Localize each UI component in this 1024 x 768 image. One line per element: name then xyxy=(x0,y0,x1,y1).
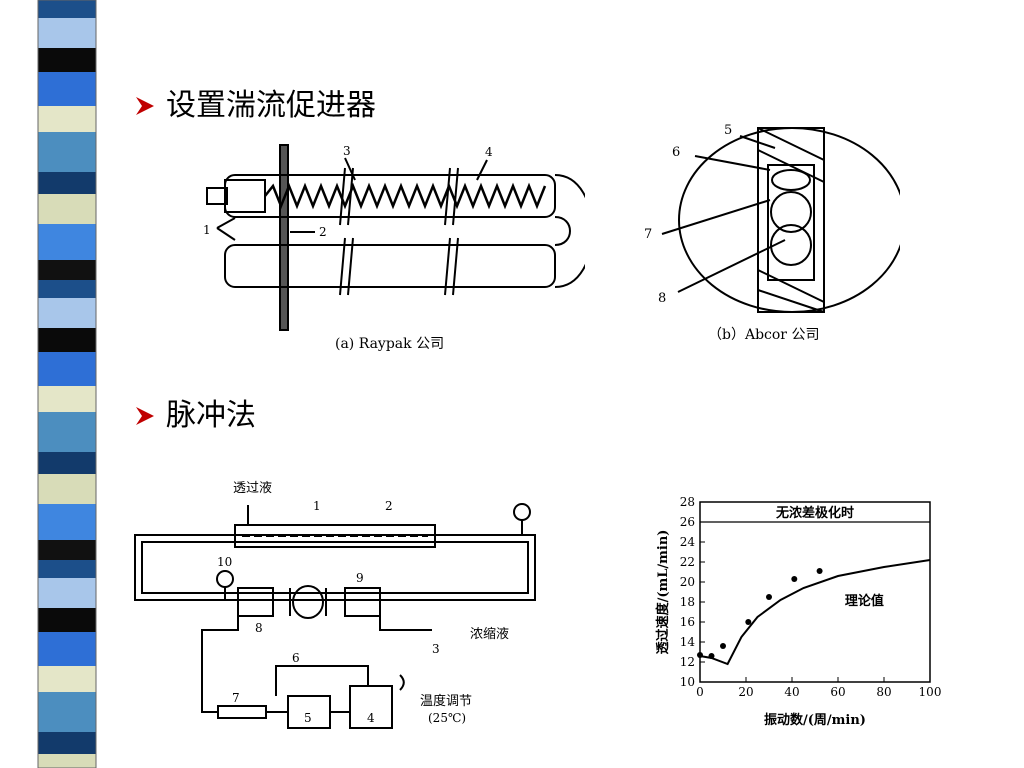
x-axis-label: 振动数/(周/min) xyxy=(764,712,866,728)
figure-b-caption: （b）Abcor 公司 xyxy=(708,327,820,343)
stripe-block xyxy=(38,224,96,260)
data-point xyxy=(697,652,703,658)
figure-b-label: 5 xyxy=(724,123,732,138)
stripe-block xyxy=(38,666,96,692)
data-point xyxy=(766,594,772,600)
permeation-rate-chart: 无浓差极化时 10 12 14 16 18 20 22 24 26 28 0 20 40 60 80 100… xyxy=(655,495,942,728)
stripe-block xyxy=(38,18,96,48)
x-tick-label: 40 xyxy=(784,685,799,699)
figure-c-pulse-system-diagram: 透过液 浓缩液 温度调节 (25℃) 1 2 3 4 5 6 7 8 9 10 xyxy=(134,481,536,729)
figure-b-label: 7 xyxy=(644,227,652,242)
figure-a-raypak-diagram: 3 4 1 2 xyxy=(203,144,585,331)
stripe-block xyxy=(38,328,96,352)
permeate-label: 透过液 xyxy=(233,481,272,496)
figure-a-caption: (a) Raypak 公司 xyxy=(335,336,445,352)
figure-c-label: 4 xyxy=(367,711,375,725)
stripe-block xyxy=(38,260,96,280)
figure-c-label: 7 xyxy=(232,691,240,705)
y-tick-label: 12 xyxy=(680,655,695,669)
stripe-block xyxy=(38,48,96,72)
y-tick-label: 26 xyxy=(680,515,695,529)
figure-a-label: 1 xyxy=(203,223,211,237)
y-tick-label: 10 xyxy=(680,675,695,689)
x-tick-label: 100 xyxy=(919,685,942,699)
y-axis-label: 透过速度/(mL/min) xyxy=(655,530,671,655)
concentrate-label: 浓缩液 xyxy=(470,626,509,642)
stripe-block xyxy=(38,0,96,18)
arrow-bullet-icon xyxy=(134,90,156,115)
figure-a-label: 4 xyxy=(485,145,493,159)
y-tick-label: 16 xyxy=(680,615,695,629)
y-tick-label: 14 xyxy=(680,635,696,649)
figure-b-label: 6 xyxy=(672,145,680,160)
stripe-block xyxy=(38,412,96,452)
bullet-text: 脉冲法 xyxy=(166,398,256,433)
stripe-block xyxy=(38,132,96,172)
figure-b-label: 8 xyxy=(658,291,666,306)
bullet-turbulence: 设置湍流促进器 xyxy=(134,80,376,124)
stripe-block xyxy=(38,474,96,504)
figure-c-label: 10 xyxy=(217,555,232,569)
stripe-block xyxy=(38,386,96,412)
stripe-block xyxy=(38,578,96,608)
data-point xyxy=(745,619,752,625)
stripe-block xyxy=(38,352,96,386)
stripe-block xyxy=(38,280,96,298)
x-tick-label: 80 xyxy=(876,685,891,699)
figure-b-abcor-diagram: 5 6 7 8 xyxy=(644,123,900,313)
x-tick-label: 60 xyxy=(830,685,845,699)
temperature-value: (25℃) xyxy=(428,711,466,725)
stripe-block xyxy=(38,608,96,632)
stripe-block xyxy=(38,540,96,560)
temperature-control-label: 温度调节 xyxy=(420,693,472,709)
stripe-block xyxy=(38,692,96,732)
data-point xyxy=(720,643,726,649)
data-point xyxy=(816,568,823,574)
theory-curve xyxy=(699,559,931,666)
figure-a-label: 3 xyxy=(343,144,351,158)
figure-c-label: 5 xyxy=(304,711,312,725)
stripe-border xyxy=(37,0,97,768)
y-tick-label: 18 xyxy=(680,595,695,609)
figure-c-label: 9 xyxy=(356,571,364,585)
stripe-block xyxy=(38,172,96,194)
y-tick-label: 28 xyxy=(680,495,695,509)
stripe-block xyxy=(38,754,96,768)
y-tick-label: 24 xyxy=(680,535,696,549)
y-tick-label: 22 xyxy=(680,555,695,569)
y-tick-label: 20 xyxy=(680,575,695,589)
curve-label: 理论值 xyxy=(845,593,884,609)
figure-c-label: 3 xyxy=(432,642,440,656)
figure-c-label: 2 xyxy=(385,499,393,513)
chart-title: 无浓差极化时 xyxy=(775,505,854,521)
stripe-block xyxy=(38,560,96,578)
figure-c-label: 6 xyxy=(292,651,300,665)
data-point xyxy=(708,653,715,659)
figure-c-label: 8 xyxy=(255,621,263,635)
x-tick-label: 20 xyxy=(738,685,753,699)
stripe-block xyxy=(38,504,96,540)
bullet-text: 设置湍流促进器 xyxy=(166,88,376,123)
decorative-stripe xyxy=(37,0,97,768)
data-point xyxy=(791,576,798,582)
stripe-block xyxy=(38,194,96,224)
x-tick-label: 0 xyxy=(696,685,704,699)
plot-frame xyxy=(699,501,931,683)
stripe-block xyxy=(38,72,96,106)
arrow-bullet-icon xyxy=(134,400,156,425)
bullet-pulse: 脉冲法 xyxy=(134,390,256,434)
stripe-block xyxy=(38,732,96,754)
stripe-block xyxy=(38,106,96,132)
stripe-block xyxy=(38,298,96,328)
figure-c-label: 1 xyxy=(313,499,321,513)
figure-a-label: 2 xyxy=(319,225,327,239)
stripe-block xyxy=(38,452,96,474)
stripe-block xyxy=(38,632,96,666)
